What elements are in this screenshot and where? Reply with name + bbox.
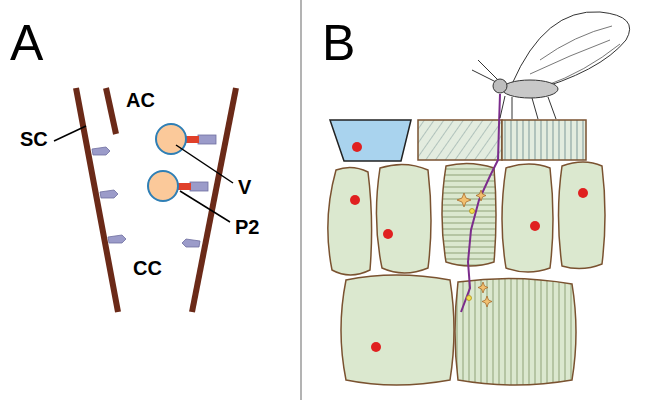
- plant-cells: [328, 120, 605, 385]
- whitefly: [472, 12, 630, 119]
- wall-markers: [92, 147, 200, 247]
- part-label: AC: [126, 90, 155, 110]
- leader-lines: [54, 126, 233, 222]
- virus-particles: [457, 190, 492, 307]
- part-label: V: [238, 177, 251, 197]
- panel-letter: B: [322, 18, 355, 68]
- panel-letter: A: [10, 18, 43, 68]
- part-label: P2: [235, 217, 259, 237]
- part-label: SC: [20, 129, 48, 149]
- stylet: [461, 94, 500, 312]
- vesicles: [148, 124, 216, 201]
- cell-walls: [76, 88, 236, 312]
- part-label: CC: [133, 258, 162, 278]
- panel-divider: [300, 0, 302, 400]
